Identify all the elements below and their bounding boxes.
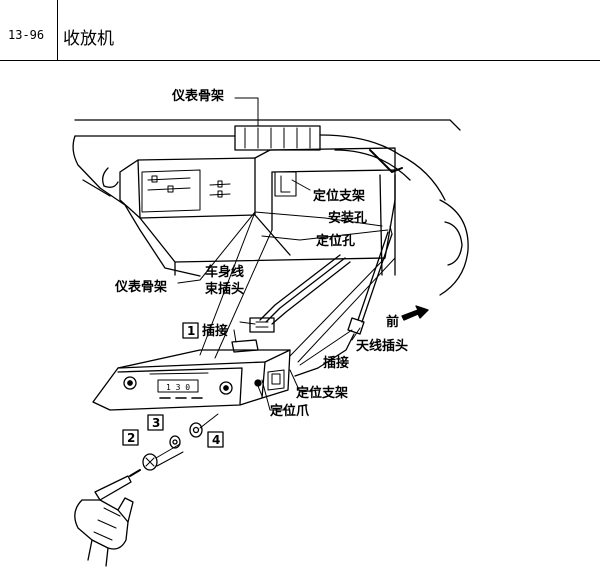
antenna-cable bbox=[294, 231, 393, 377]
page-header: 13-96 收放机 bbox=[0, 0, 600, 61]
radio-installation-diagram: 仪表骨架 定位支架 安装孔 定位孔 仪表骨架 车身线 束插头 插接 前 天线插头… bbox=[72, 88, 469, 567]
section-title: 收放机 bbox=[63, 29, 114, 49]
step-4-number: 4 bbox=[212, 433, 220, 447]
label-front: 前 bbox=[386, 314, 399, 330]
step-2-number: 2 bbox=[127, 431, 135, 445]
dashboard-opening bbox=[119, 147, 396, 276]
label-bracket-lower: 定位支架 bbox=[295, 385, 348, 401]
front-arrow-icon bbox=[401, 305, 429, 321]
label-connect-lower: 插接 bbox=[323, 355, 349, 371]
label-bracket-upper: 定位支架 bbox=[312, 188, 365, 204]
page-number: 13-96 bbox=[8, 28, 45, 42]
fasteners bbox=[142, 413, 219, 471]
label-harness-line2: 束插头 bbox=[205, 281, 244, 297]
step-4-box bbox=[207, 431, 224, 448]
step-3-box bbox=[147, 414, 164, 431]
label-dash-frame-top: 仪表骨架 bbox=[171, 88, 224, 104]
label-harness-line1: 车身线 bbox=[205, 264, 244, 280]
label-dash-frame-left: 仪表骨架 bbox=[114, 279, 167, 295]
label-antenna-plug: 天线插头 bbox=[356, 338, 408, 354]
step-boxes bbox=[122, 322, 224, 448]
step-3-number: 3 bbox=[152, 416, 160, 430]
radio-unit bbox=[92, 349, 291, 411]
step-1-box bbox=[182, 322, 199, 339]
label-mount-hole: 安装孔 bbox=[328, 210, 367, 226]
radio-display: 1 3 0 bbox=[166, 383, 190, 392]
label-connect-upper: 插接 bbox=[202, 323, 228, 339]
dashboard-frame bbox=[72, 119, 469, 296]
label-locate-hole: 定位孔 bbox=[315, 233, 355, 249]
header-divider bbox=[57, 0, 58, 60]
step-2-box bbox=[122, 429, 139, 446]
screwdriver-hand bbox=[74, 469, 141, 567]
step-1-number: 1 bbox=[187, 324, 195, 338]
body-harness-connector bbox=[231, 254, 351, 353]
leader-lines bbox=[177, 97, 396, 411]
label-locate-claw: 定位爪 bbox=[269, 403, 310, 419]
